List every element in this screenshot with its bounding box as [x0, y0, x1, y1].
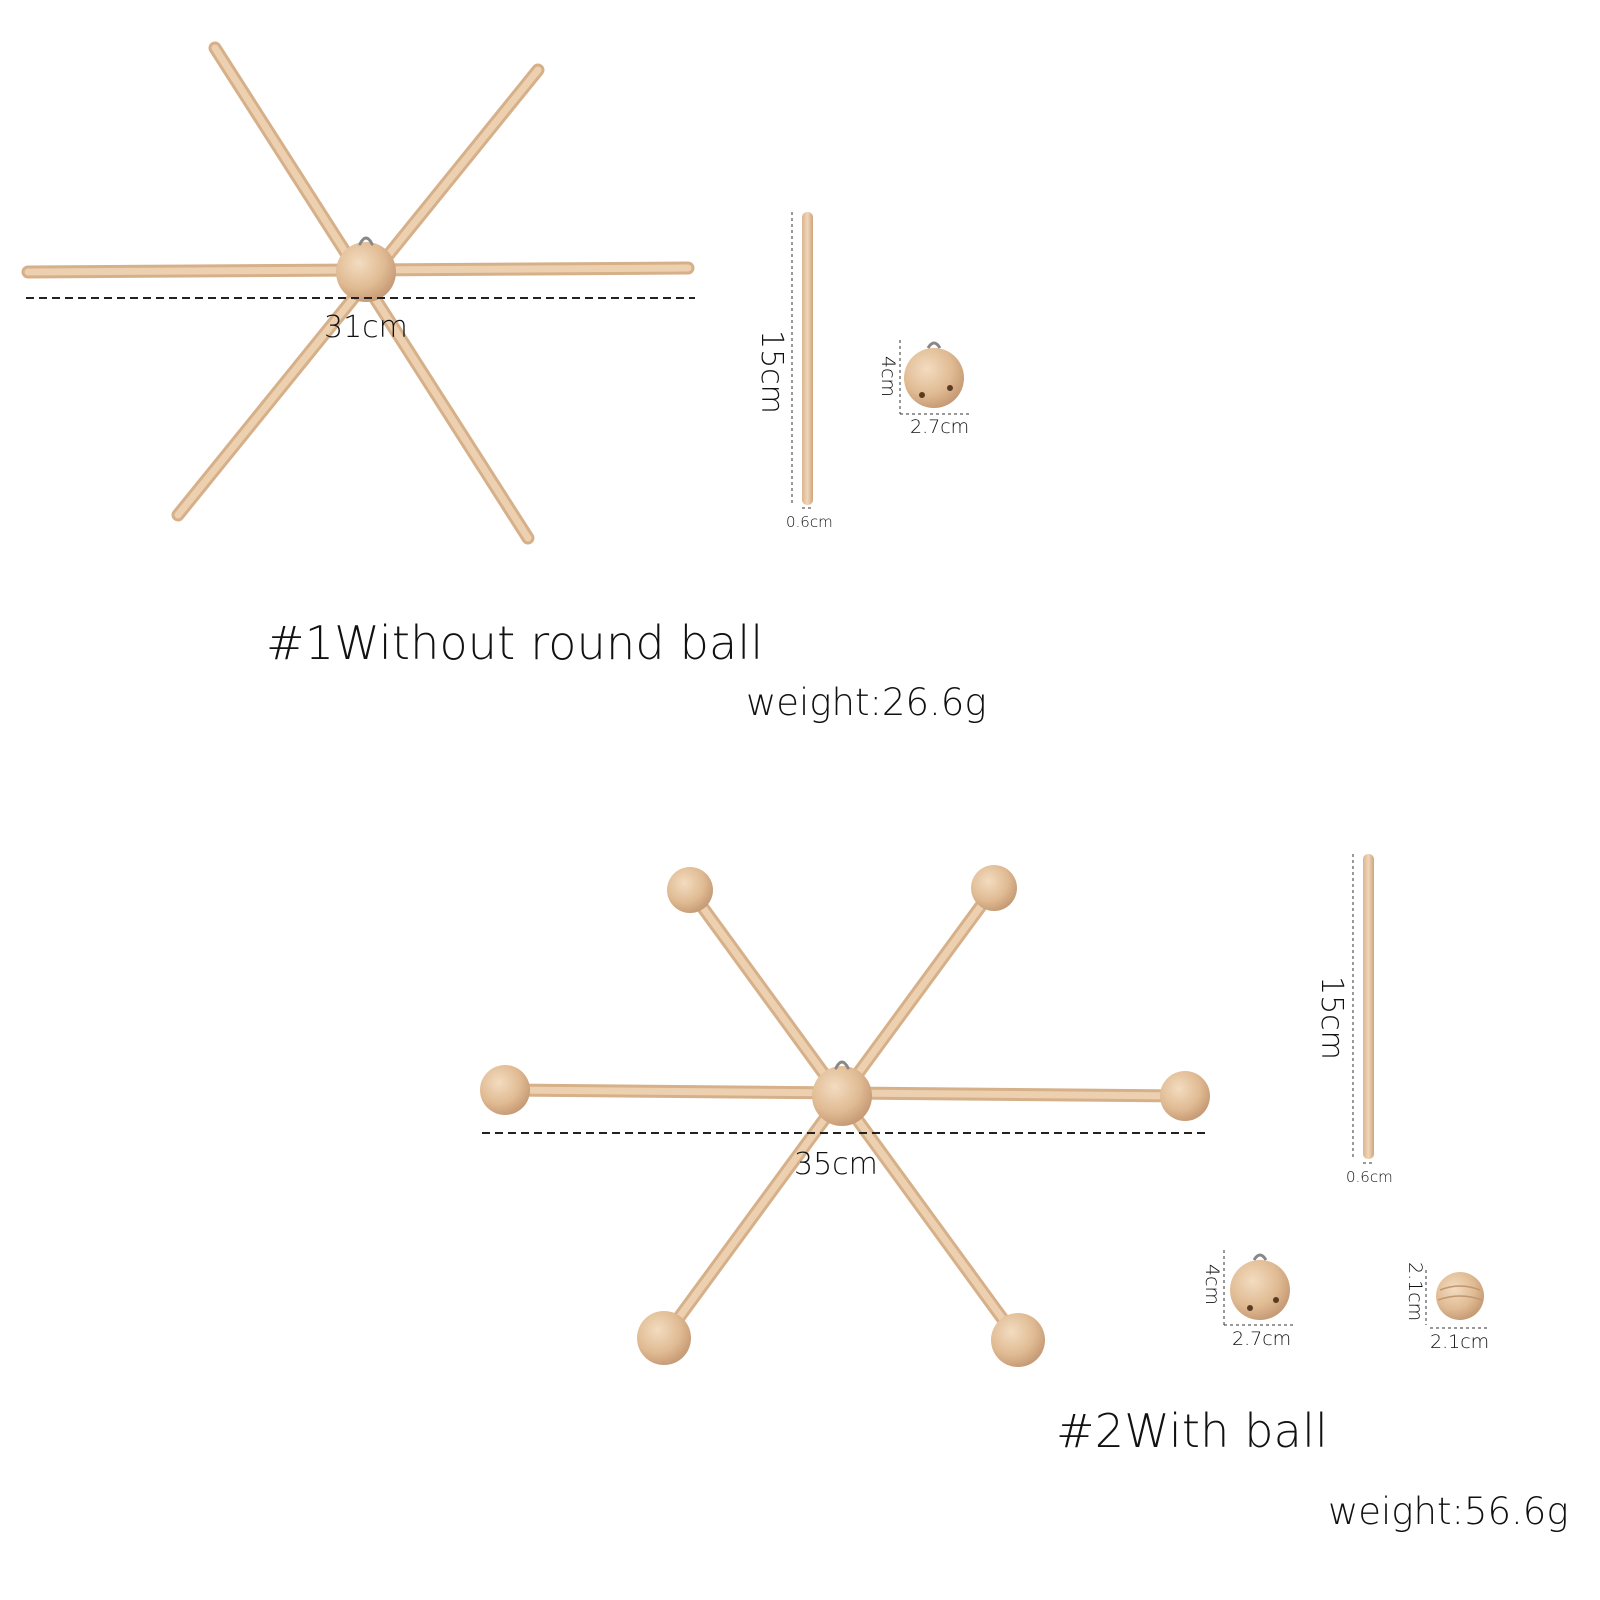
- set1-title: #1Without round ball: [266, 616, 764, 670]
- mobile-frame-1: [21, 41, 695, 545]
- hub-width-label-2: 2.7cm: [1232, 1328, 1292, 1350]
- hub-ball-2: [1223, 1250, 1296, 1326]
- span-label-2: 35cm: [794, 1147, 878, 1182]
- set1-weight: weight:26.6g: [746, 681, 987, 724]
- ball-width-label-2: 2.1cm: [1430, 1331, 1490, 1353]
- hub-ball-1: [899, 340, 972, 415]
- hub-height-label-2: 4cm: [1201, 1264, 1223, 1306]
- mobile-frame-2: [480, 865, 1210, 1367]
- end-ball-2: [1425, 1270, 1490, 1329]
- set2-title: #2With ball: [1056, 1404, 1329, 1458]
- hub-height-label-1: 4cm: [877, 356, 899, 398]
- rod-length-label-2: 15cm: [1314, 976, 1349, 1060]
- ball-height-label-2: 2.1cm: [1404, 1262, 1426, 1322]
- rod-length-label-1: 15cm: [754, 330, 789, 414]
- set2-weight: weight:56.6g: [1328, 1490, 1569, 1533]
- hub-width-label-1: 2.7cm: [910, 416, 970, 438]
- rod-width-label-1: 0.6cm: [786, 513, 833, 531]
- span-label-1: 31cm: [324, 310, 408, 345]
- rod-width-label-2: 0.6cm: [1346, 1168, 1393, 1186]
- spare-rod-2: [1352, 854, 1374, 1164]
- spare-rod-1: [791, 212, 813, 509]
